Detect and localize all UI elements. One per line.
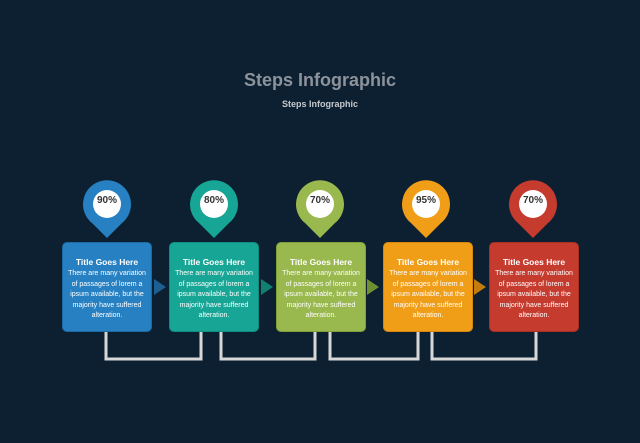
page-subtitle: Steps Infographic	[281, 99, 358, 109]
step-3-card: Title Goes Here There are many variation…	[276, 242, 366, 332]
connector-1-2	[104, 331, 203, 361]
step-2-card: Title Goes Here There are many variation…	[169, 242, 259, 332]
step-2-arrow-icon	[261, 279, 273, 295]
step-1-value: 90%	[96, 195, 117, 206]
step-2-body: There are many variation of passages of …	[175, 270, 253, 319]
step-1-arrow-icon	[154, 279, 166, 295]
step-3-pin: 70%	[296, 180, 344, 238]
step-4-value: 95%	[415, 195, 436, 206]
step-5-value: 70%	[522, 195, 543, 206]
step-4-card: Title Goes Here There are many variation…	[383, 242, 473, 332]
step-3-value: 70%	[309, 195, 330, 206]
step-2-value: 80%	[203, 195, 224, 206]
step-1-pin: 90%	[83, 180, 131, 238]
step-1-body: There are many variation of passages of …	[68, 270, 146, 319]
connector-3-4	[328, 331, 420, 361]
step-4-title: Title Goes Here	[396, 257, 460, 267]
step-4-body: There are many variation of passages of …	[389, 270, 467, 319]
step-5-body: There are many variation of passages of …	[495, 270, 573, 319]
step-4-pin: 95%	[402, 180, 450, 238]
step-5-pin: 70%	[509, 180, 557, 238]
step-3-arrow-icon	[367, 279, 379, 295]
step-5-card: Title Goes Here There are many variation…	[489, 242, 579, 332]
step-1-title: Title Goes Here	[75, 257, 139, 267]
step-2-pin: 80%	[190, 180, 238, 238]
step-3-title: Title Goes Here	[289, 257, 353, 267]
step-1-card: Title Goes Here There are many variation…	[62, 242, 152, 332]
connector-2-3	[219, 331, 317, 361]
step-5-title: Title Goes Here	[502, 257, 566, 267]
page-title: Steps Infographic	[243, 70, 396, 90]
step-4-arrow-icon	[474, 279, 486, 295]
connector-4-5	[430, 331, 538, 361]
step-3-body: There are many variation of passages of …	[282, 270, 360, 319]
step-2-title: Title Goes Here	[182, 257, 246, 267]
